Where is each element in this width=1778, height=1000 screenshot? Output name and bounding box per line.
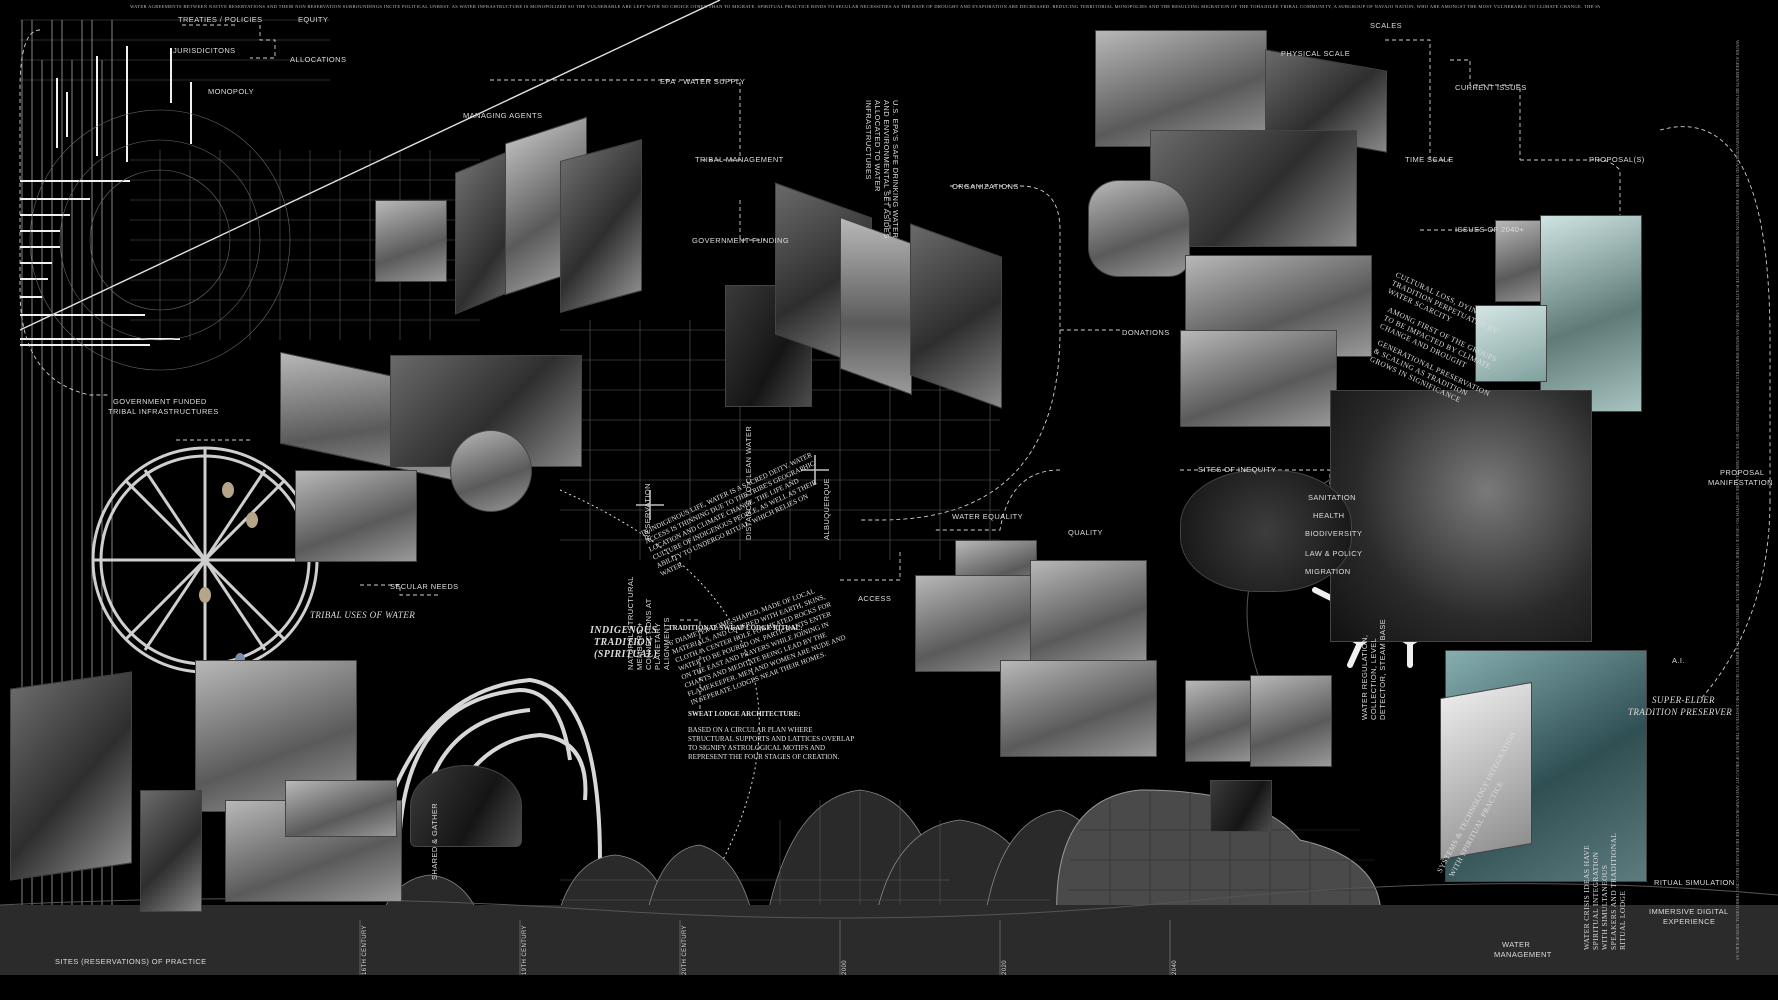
timeline-label: 2020 <box>1002 960 1008 975</box>
photo-interior-room <box>1475 305 1547 382</box>
label-shared-gather: SHARED & GATHER <box>430 802 439 880</box>
photo-sweat-lodge <box>410 765 522 847</box>
photo-pipe-outlet <box>450 430 532 512</box>
photo-water-station <box>915 575 1042 672</box>
label-ai: A.I. <box>1672 656 1685 665</box>
note-architecture-body: BASED ON A CIRCULAR PLAN WHERE STRUCTURA… <box>688 726 854 761</box>
photo-water-testing <box>1030 560 1147 667</box>
photo-pueblo-walls <box>285 780 397 837</box>
photo-village-landscape <box>295 470 417 562</box>
label-epa-water-supply: EPA - WATER SUPPLY <box>660 77 746 86</box>
label-sites-of-inequity: SITES OF INEQUITY <box>1198 465 1277 474</box>
side-statement-text: WATER AGREEMENTS BETWEEN NATIVE RESERVAT… <box>1735 40 1740 960</box>
photo-hogan-dwelling <box>10 671 132 881</box>
photo-well-site <box>1000 660 1157 757</box>
label-proposals: PROPOSAL(S) <box>1589 155 1645 164</box>
label-physical-scale: PHYSICAL SCALE <box>1281 49 1351 58</box>
label-issues-2040: ISSUES OF 2040+ <box>1455 225 1525 234</box>
photo-elder-with-barrel <box>375 200 447 282</box>
top-statement-text: WATER AGREEMENTS BETWEEN NATIVE RESERVAT… <box>130 4 1600 9</box>
label-law-policy: LAW & POLICY <box>1305 549 1363 558</box>
note-architecture-heading: SWEAT LODGE ARCHITECTURE: <box>688 710 801 718</box>
label-access: ACCESS <box>858 594 892 603</box>
label-tribal-management: TRIBAL MANAGEMENT <box>695 155 784 164</box>
photo-dancer-glitch <box>1330 390 1592 642</box>
label-experience: EXPERIENCE <box>1663 917 1716 926</box>
timeline-label: 16TH CENTURY <box>362 924 368 975</box>
label-government-funded: GOVERNMENT FUNDED <box>113 397 207 406</box>
label-donations: DONATIONS <box>1122 328 1170 337</box>
label-organizations: ORGANIZATIONS <box>952 182 1019 191</box>
label-quality: QUALITY <box>1068 528 1103 537</box>
label-indigenous: INDIGENOUS <box>590 625 658 636</box>
photo-community-meeting <box>1180 330 1337 427</box>
label-allocations: ALLOCATIONS <box>290 55 347 64</box>
label-time-scale: TIME SCALE <box>1405 155 1454 164</box>
label-current-issues: CURRENT ISSUES <box>1455 83 1527 92</box>
photo-landscape-strip-2 <box>840 216 912 396</box>
photo-dancer-fringe <box>140 790 202 912</box>
note-ritual-heading: TRADITIONAL SWEAT LODGE RITUAL: <box>668 624 803 632</box>
label-super-elder: SUPER-ELDER <box>1652 695 1715 705</box>
label-biodiversity: BIODIVERSITY <box>1305 529 1363 538</box>
photo-warning-sign-2 <box>1250 675 1332 767</box>
label-migration: MIGRATION <box>1305 567 1351 576</box>
label-water: WATER <box>1502 940 1531 949</box>
label-equity: EQUITY <box>298 15 329 24</box>
label-secular-needs: SECULAR NEEDS <box>390 582 459 591</box>
label-manifestation: MANIFESTATION <box>1708 478 1773 487</box>
label-tribal-uses-of-water: TRIBAL USES OF WATER <box>310 610 416 620</box>
label-tradition-preserver: TRADITION PRESERVER <box>1628 707 1733 717</box>
timeline-label: 20TH CENTURY <box>682 924 688 975</box>
photo-tribal-gathering <box>560 139 642 313</box>
timeline-label: 19TH CENTURY <box>522 924 528 975</box>
label-water-crises: WATER CRISIS IDEAS HAVE SPIRITUAL INTEGR… <box>1582 832 1627 950</box>
label-treaties-policies: TREATIES / POLICIES <box>178 15 263 24</box>
timeline-label: 2000 <box>842 960 848 975</box>
label-managing-agents: MANAGING AGENTS <box>463 111 543 120</box>
label-tradition: TRADITION <box>594 637 653 648</box>
photo-smoke-cloud <box>1088 180 1190 277</box>
photo-futuristic-pod <box>1540 215 1642 412</box>
label-tribal-infrastructures: TRIBAL INFRASTRUCTURES <box>108 407 219 416</box>
photo-mesh-cloud <box>1180 470 1352 592</box>
label-us-epa-note: U.S. EPA'S SAFE DRINKING WATER AND ENVIR… <box>864 100 900 239</box>
label-ritual-simulation: RITUAL SIMULATION <box>1654 878 1735 887</box>
photo-man-portrait <box>1210 780 1272 832</box>
label-immersive-digital: IMMERSIVE DIGITAL <box>1649 907 1729 916</box>
label-monopoly: MONOPOLY <box>208 87 254 96</box>
label-spiritual: (SPIRITUAL) <box>594 649 658 660</box>
label-management: MANAGEMENT <box>1494 950 1552 959</box>
photo-warning-sign-1 <box>1185 680 1262 762</box>
label-sanitation: SANITATION <box>1308 493 1356 502</box>
label-water-equality: WATER EQUALITY <box>952 512 1024 521</box>
label-scales: SCALES <box>1370 21 1402 30</box>
label-government-funding: GOVERNMENT FUNDING <box>692 236 790 245</box>
timeline-label: 2040 <box>1172 960 1178 975</box>
label-natural-structural: NATURAL STRUCTURAL MEMBERS + CONNECTIONS… <box>626 576 671 670</box>
label-proposal: PROPOSAL <box>1720 468 1765 477</box>
label-water-regulation: WATER REGULATION, COLLECTION, LEVEL DETE… <box>1360 618 1387 720</box>
label-jurisdictions: JURISDICITONS <box>173 46 236 55</box>
label-health: HEALTH <box>1313 511 1345 520</box>
label-sites-of-practice: SITES (RESERVATIONS) OF PRACTICE <box>55 957 207 966</box>
